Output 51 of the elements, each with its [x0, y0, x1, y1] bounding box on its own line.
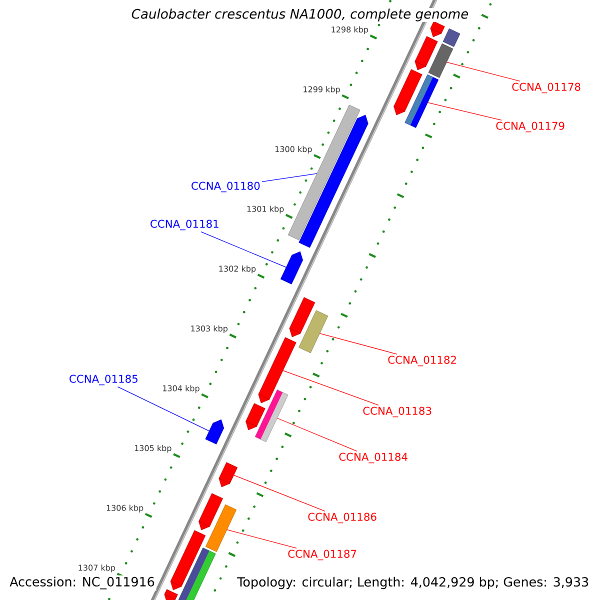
gene-bar [442, 28, 460, 47]
leader-line [319, 333, 398, 355]
leader-line [233, 474, 326, 512]
gene-label: CCNA_01185 [70, 374, 138, 386]
gene-label: CCNA_01184 [339, 452, 408, 464]
gene-block [170, 530, 206, 590]
gene-block [164, 589, 178, 600]
scale-label: 1305 kbp [134, 444, 172, 453]
leader-line [446, 62, 520, 82]
leader-line [200, 231, 286, 268]
scale-label: 1299 kbp [304, 86, 340, 94]
leader-line [276, 418, 358, 452]
gene-block [258, 337, 296, 404]
gene-bar [428, 43, 454, 78]
gene-block [218, 462, 238, 488]
gene-label: CCNA_01182 [388, 356, 456, 366]
gene-block [198, 493, 223, 530]
leader-line [262, 173, 318, 182]
gene-block [289, 297, 316, 338]
gene-label: CCNA_01180 [192, 182, 260, 192]
leader-line [427, 102, 502, 121]
scale-label: 1306 kbp [106, 504, 144, 512]
gene-block [394, 69, 422, 116]
info-text: Accession: NC_011916 [8, 575, 156, 591]
title: Caulobacter crescentus NA1000, complete genome [130, 8, 470, 22]
scale-label: 1303 kbp [191, 325, 228, 334]
scale-label: 1301 kbp [247, 206, 284, 214]
gene-block [280, 251, 303, 284]
gene-label: CCNA_01178 [512, 82, 580, 94]
gene-label: CCNA_01187 [288, 550, 356, 560]
gene-block [246, 403, 266, 430]
scale-label: 1300 kbp [275, 146, 312, 154]
gene-block [298, 114, 368, 248]
scale-label: 1307 kbp [78, 564, 116, 572]
gene-block [430, 21, 445, 38]
leader-line [226, 529, 297, 549]
gene-label: CCNA_01181 [150, 220, 218, 230]
scale-label: 1304 kbp [163, 385, 200, 393]
gene-label: CCNA_01186 [308, 512, 376, 524]
gene-label: CCNA_01183 [363, 406, 432, 418]
scale-label: 1298 kbp [332, 26, 368, 34]
gene-block [205, 419, 224, 444]
gene-bar [178, 548, 216, 600]
gene-block [414, 36, 438, 70]
gene-label: CCNA_01179 [496, 122, 564, 132]
scale-label: 1302 kbp [219, 266, 256, 274]
leader-line [117, 386, 210, 432]
leader-line [282, 370, 379, 406]
info-text: Topology: circular; Length: 4,042,929 bp; Genes: 3,933 [236, 576, 590, 590]
gene-bar [298, 310, 328, 354]
gene-bar [206, 504, 236, 552]
